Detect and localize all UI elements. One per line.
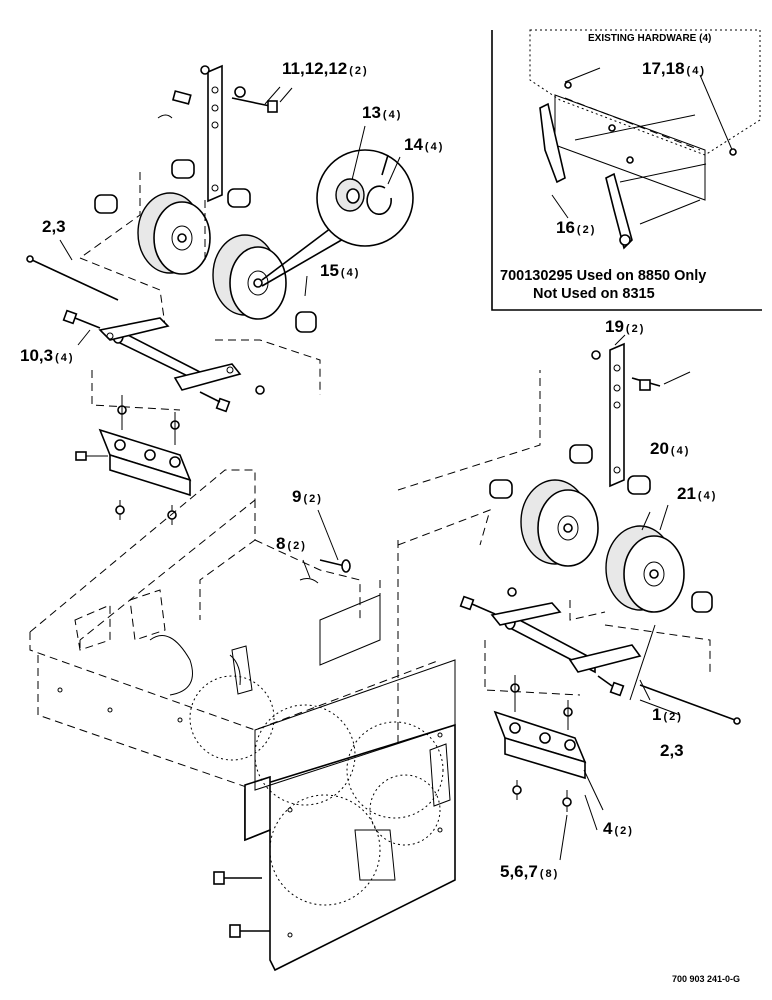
drawing-number: 700 903 241-0-G — [672, 974, 741, 984]
callout-quantity: (2) — [663, 711, 683, 723]
callout-2-3-left: 2,3 — [42, 218, 68, 235]
right-wheel-front — [605, 525, 685, 613]
callout-2-3-right: 2,3 — [660, 742, 686, 759]
callout-quantity: (2) — [349, 65, 369, 77]
right-spacer-lower — [691, 591, 713, 613]
right-strap — [609, 342, 625, 488]
callout-number: 14 — [404, 135, 423, 154]
callout-11-12-12: 11,12,12(2) — [282, 60, 369, 77]
right-wheel-rear — [520, 479, 599, 567]
callout-15: 15(4) — [320, 262, 360, 279]
callout-number: 13 — [362, 103, 381, 122]
detail-circle — [316, 149, 414, 247]
left-spacer-upper — [171, 159, 195, 179]
callout-17-18: 17,18(4) — [642, 60, 706, 77]
frame-front-plate — [244, 723, 456, 972]
right-axle-bolt — [639, 684, 736, 721]
callout-quantity: (2) — [625, 323, 646, 335]
callout-number: 4 — [603, 819, 613, 838]
callout-number: 8 — [276, 534, 286, 553]
callout-quantity: (4) — [55, 352, 75, 364]
callout-quantity: (4) — [382, 109, 403, 121]
inset-note-line2: Not Used on 8315 — [533, 286, 655, 302]
right-spacer-upper — [569, 444, 593, 464]
callout-quantity: (2) — [303, 493, 323, 505]
callout-quantity: (4) — [424, 141, 445, 153]
callout-21: 21(4) — [677, 485, 717, 502]
callout-quantity: (2) — [576, 224, 597, 236]
callout-9: 9(2) — [292, 488, 323, 505]
callout-number: 19 — [605, 317, 624, 336]
right-wheel-assembly — [379, 342, 741, 812]
callout-quantity: (4) — [686, 65, 706, 77]
left-spacer-lower — [295, 311, 317, 333]
callout-13: 13(4) — [362, 104, 402, 121]
callout-quantity: (4) — [340, 267, 361, 279]
callout-number: 1 — [652, 705, 662, 724]
callout-quantity: (8) — [539, 868, 560, 880]
left-wheel-assembly — [26, 64, 414, 525]
callout-14: 14(4) — [404, 136, 444, 153]
callout-quantity: (2) — [287, 540, 307, 552]
left-wheel-front — [212, 234, 287, 320]
callout-10-3: 10,3(4) — [20, 347, 75, 364]
callout-quantity: (4) — [697, 490, 718, 502]
callout-16: 16(2) — [556, 219, 596, 236]
callout-number: 20 — [650, 439, 669, 458]
callout-number: 17,18 — [642, 59, 685, 78]
callout-5-6-7: 5,6,7(8) — [500, 863, 559, 880]
callout-number: 2,3 — [42, 217, 66, 236]
callout-number: 15 — [320, 261, 339, 280]
callout-8: 8(2) — [276, 535, 307, 552]
inset-note-line1: 700130295 Used on 8850 Only — [500, 268, 707, 284]
callout-19: 19(2) — [605, 318, 645, 335]
inset-bracket-left — [539, 102, 566, 184]
left-strap — [207, 64, 223, 203]
callout-number: 9 — [292, 487, 302, 506]
callout-number: 11,12,12 — [282, 59, 348, 78]
callout-20: 20(4) — [650, 440, 690, 457]
left-wheel-rear — [137, 192, 211, 275]
inset-box — [491, 29, 762, 311]
callout-1: 1(2) — [652, 706, 683, 723]
left-axle-bolt — [31, 259, 119, 301]
callout-number: 16 — [556, 218, 575, 237]
existing-hardware-label: EXISTING HARDWARE (4) — [588, 33, 712, 44]
callout-number: 5,6,7 — [500, 862, 538, 881]
callout-quantity: (2) — [614, 825, 634, 837]
callout-quantity: (4) — [670, 445, 691, 457]
callout-number: 21 — [677, 484, 696, 503]
machine-frame — [29, 469, 456, 972]
callout-4: 4(2) — [603, 820, 634, 837]
callout-number: 2,3 — [660, 741, 684, 760]
callout-number: 10,3 — [20, 346, 54, 365]
